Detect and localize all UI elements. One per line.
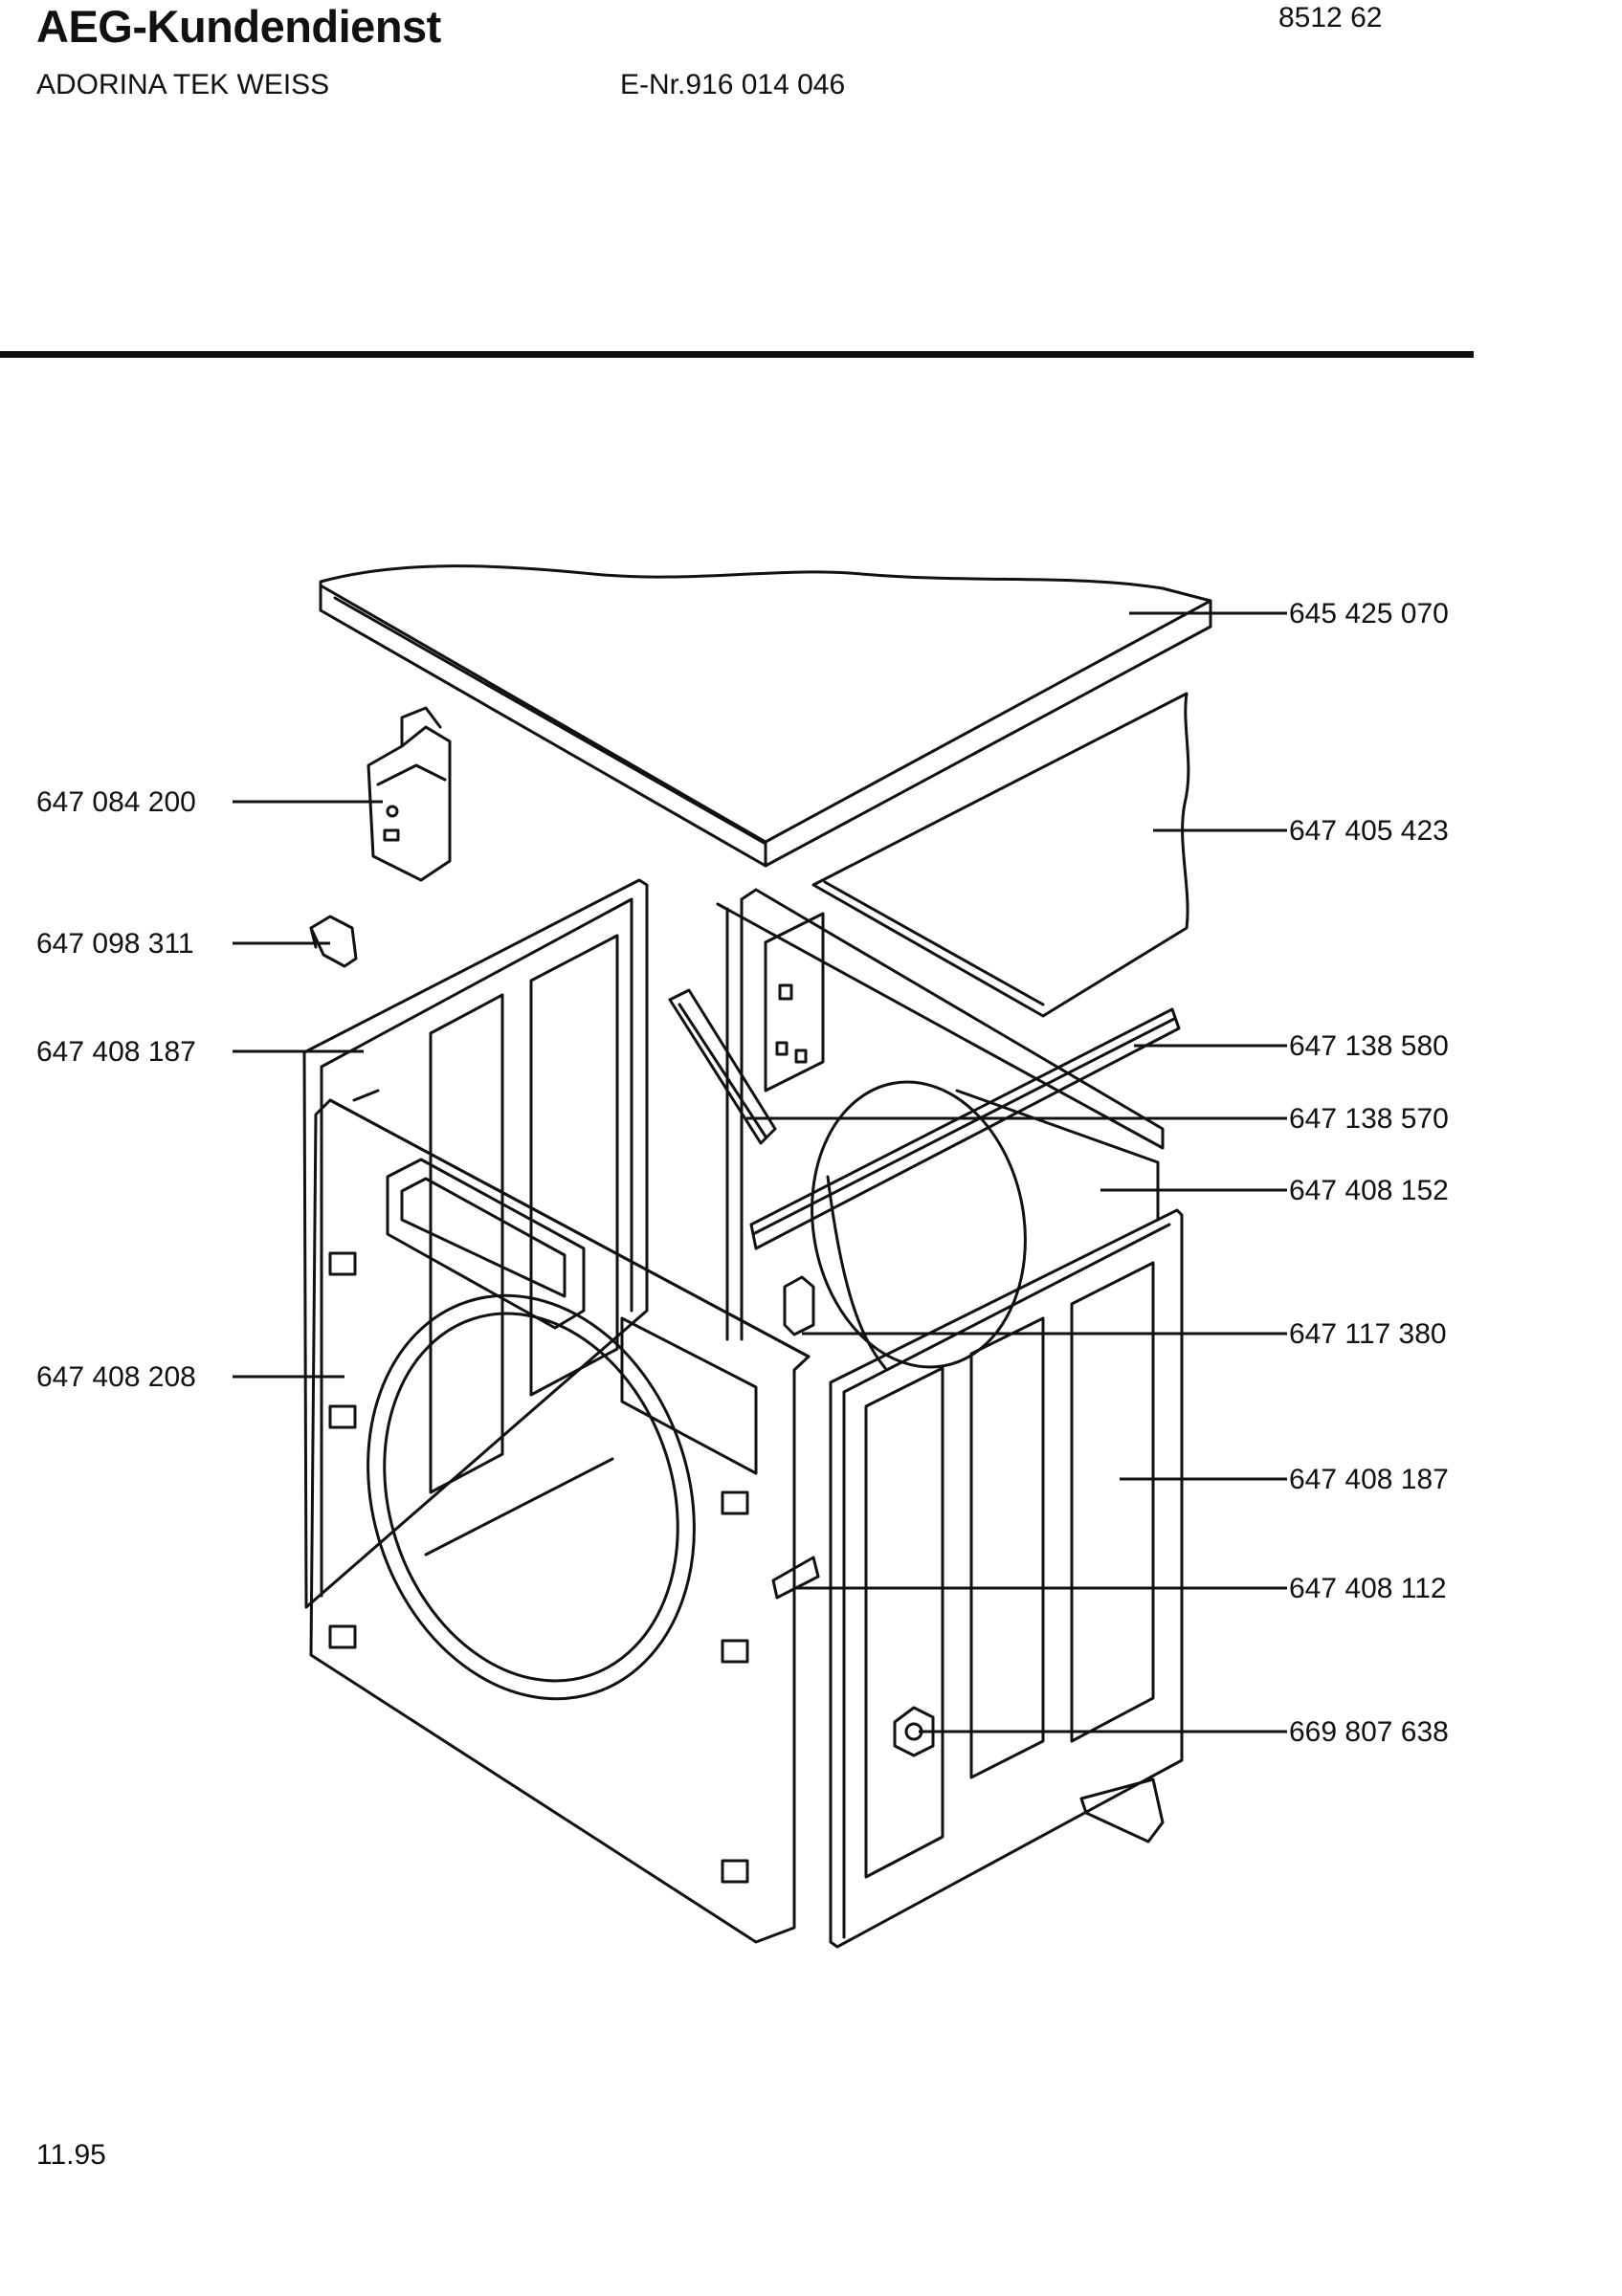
header-rule <box>0 351 1474 358</box>
part-label-front-panel: 647 408 208 <box>36 1361 196 1393</box>
issue-date: 11.95 <box>36 2139 106 2171</box>
part-label-side-wall-rear: 647 405 423 <box>1289 815 1449 847</box>
switch-block-shape <box>367 706 452 882</box>
part-label-door-lock: 669 807 638 <box>1289 1716 1449 1748</box>
page-title: AEG-Kundendienst <box>36 1 441 52</box>
top-cover-shape <box>319 564 1212 868</box>
bottom-bracket-shape <box>1079 1777 1165 1843</box>
latch-bracket-shape <box>771 1556 820 1600</box>
e-number: E-Nr.916 014 046 <box>620 69 846 100</box>
leader-lines <box>233 611 1287 1733</box>
model-name: ADORINA TEK WEISS <box>36 69 330 100</box>
drum-shape <box>811 1080 1160 1370</box>
small-clip-shape <box>309 915 358 968</box>
part-label-top-cover: 645 425 070 <box>1289 598 1449 629</box>
front-panel-shape <box>309 1089 811 1944</box>
rear-wall-shape <box>811 692 1190 1018</box>
part-label-hinge-bracket: 647 117 380 <box>1289 1318 1447 1350</box>
part-label-left-side-panel: 647 408 187 <box>36 1036 196 1068</box>
left-side-panel-shape <box>302 878 649 1609</box>
part-label-right-side-panel: 647 408 187 <box>1289 1464 1449 1495</box>
part-label-latch-bracket: 647 408 112 <box>1289 1573 1447 1604</box>
rear-frame-shape <box>716 888 1165 1341</box>
part-label-small-clip: 647 098 311 <box>36 928 194 960</box>
part-label-cross-strut-short: 647 138 570 <box>1289 1103 1449 1135</box>
document-number: 8512 62 <box>1278 2 1383 33</box>
long-strut-shape <box>749 1007 1181 1250</box>
short-strut-shape <box>668 988 777 1145</box>
right-side-panel-shape <box>829 1208 1184 1949</box>
part-label-switch-block: 647 084 200 <box>36 786 196 818</box>
hinge-bracket-shape <box>783 1275 815 1336</box>
part-label-cross-strut-long: 647 138 580 <box>1289 1030 1449 1062</box>
part-label-drum-rear-panel: 647 408 152 <box>1289 1175 1449 1206</box>
